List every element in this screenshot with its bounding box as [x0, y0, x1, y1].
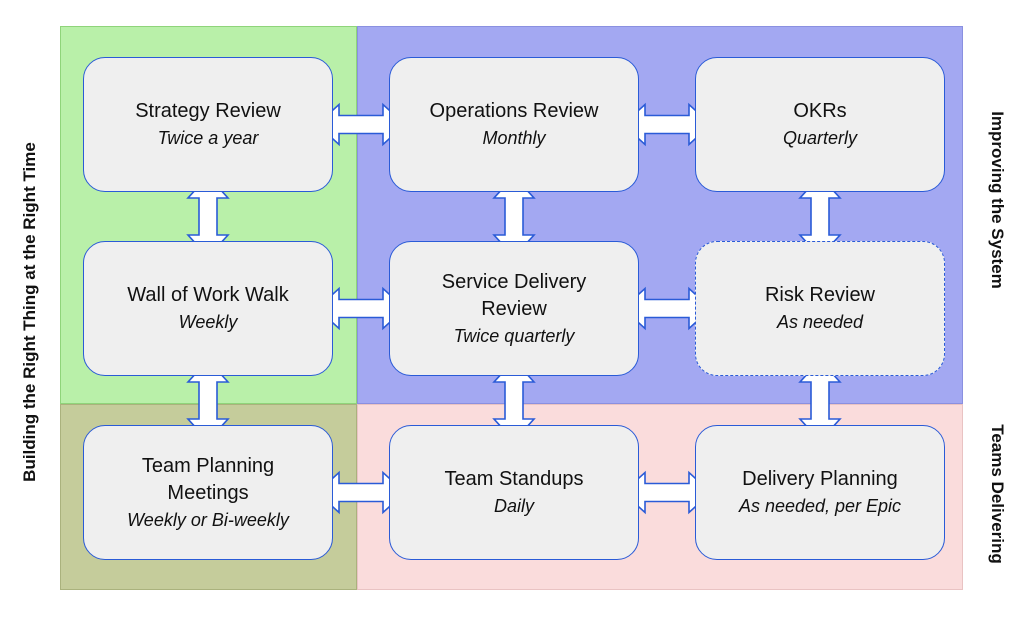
node-frequency: Twice a year: [157, 128, 259, 148]
side-label-right-bottom: Teams Delivering: [988, 424, 1007, 564]
node-title: Risk Review: [764, 284, 876, 306]
node-delivery-planning: Delivery Planning As needed, per Epic: [695, 425, 945, 560]
side-label-right-top: Improving the System: [988, 111, 1007, 289]
node-team-planning-meetings: Team Planning Meetings Weekly or Bi-week…: [83, 425, 333, 560]
node-team-standups: Team Standups Daily: [389, 425, 639, 560]
node-wall-of-work-walk: Wall of Work Walk Weekly: [83, 241, 333, 376]
node-operations-review: Operations Review Monthly: [389, 57, 639, 192]
node-title: Operations Review: [429, 100, 599, 122]
node-frequency: Twice quarterly: [453, 325, 575, 346]
node-title: Team Standups: [444, 468, 584, 490]
side-label-left: Building the Right Thing at the Right Ti…: [20, 142, 39, 482]
node-title: Strategy Review: [135, 100, 281, 122]
node-title: Service Delivery Review: [441, 270, 587, 320]
node-frequency: As needed: [776, 312, 864, 332]
node-strategy-review: Strategy Review Twice a year: [83, 57, 333, 192]
node-frequency: Quarterly: [782, 128, 858, 148]
node-service-delivery-review: Service Delivery Review Twice quarterly: [389, 241, 639, 376]
node-okrs: OKRs Quarterly: [695, 57, 945, 192]
node-title: OKRs: [793, 100, 847, 122]
node-frequency: Daily: [493, 496, 534, 516]
node-title: Wall of Work Walk: [127, 284, 289, 306]
node-frequency: As needed, per Epic: [738, 496, 902, 516]
node-frequency: Weekly or Bi-weekly: [127, 509, 289, 530]
node-frequency: Weekly: [178, 312, 238, 332]
node-risk-review: Risk Review As needed: [695, 241, 945, 376]
node-frequency: Monthly: [482, 128, 546, 148]
node-title: Team Planning Meetings: [141, 454, 275, 504]
node-title: Delivery Planning: [742, 468, 898, 490]
